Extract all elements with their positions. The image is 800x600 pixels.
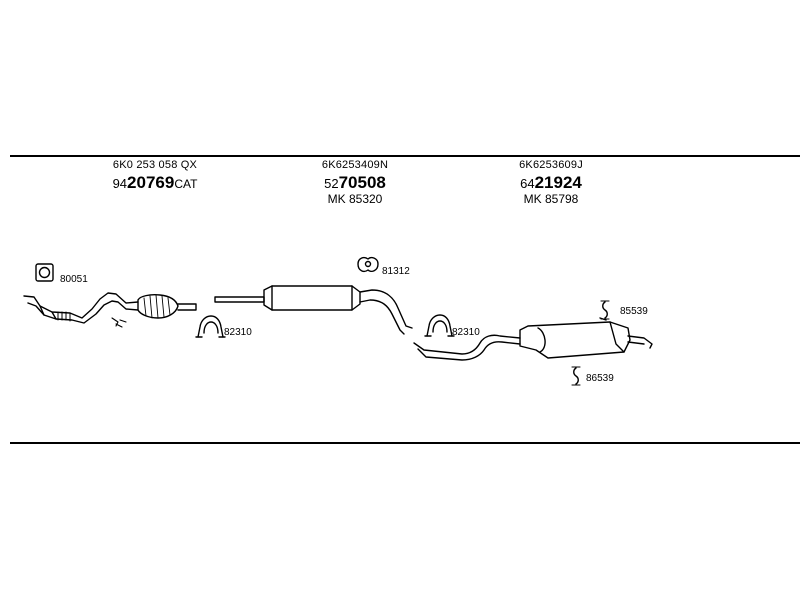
oe-number: 6K6253609J	[519, 159, 583, 171]
oe-number: 6K6253409N	[321, 159, 389, 171]
oe-number: 6K0 253 058 QX	[112, 159, 198, 171]
hanger-icon	[571, 366, 581, 386]
clamp-icon	[195, 315, 226, 338]
hanger-icon	[600, 300, 610, 320]
bottom-divider	[10, 442, 800, 444]
part-header-rear-silencer: 6K6253609J 6421924 MK 85798	[496, 159, 606, 207]
top-divider	[10, 155, 800, 157]
front-pipe-catalyst-icon	[23, 292, 197, 328]
part-number: 6421924	[520, 172, 582, 192]
part-header-catalyst: 6K0 253 058 QX 9420769CAT	[95, 159, 215, 192]
rear-silencer-icon	[413, 317, 653, 361]
gasket-icon	[35, 263, 54, 282]
mk-number: MK 85320	[327, 192, 383, 207]
top-hanger-label: 85539	[620, 306, 648, 317]
part-header-middle-silencer: 6K6253409N 5270508 MK 85320	[300, 159, 410, 207]
rear-clamp-label: 82310	[452, 327, 480, 338]
gasket-label: 80051	[60, 274, 88, 285]
middle-silencer-icon	[214, 285, 413, 335]
bottom-hanger-label: 86539	[586, 373, 614, 384]
front-clamp-label: 82310	[224, 327, 252, 338]
mk-number: MK 85798	[523, 192, 579, 207]
part-number: 9420769CAT	[112, 172, 198, 192]
mount-label: 81312	[382, 266, 410, 277]
clamp-icon	[424, 314, 455, 337]
rubber-mount-icon	[357, 256, 379, 273]
part-number: 5270508	[324, 172, 386, 192]
